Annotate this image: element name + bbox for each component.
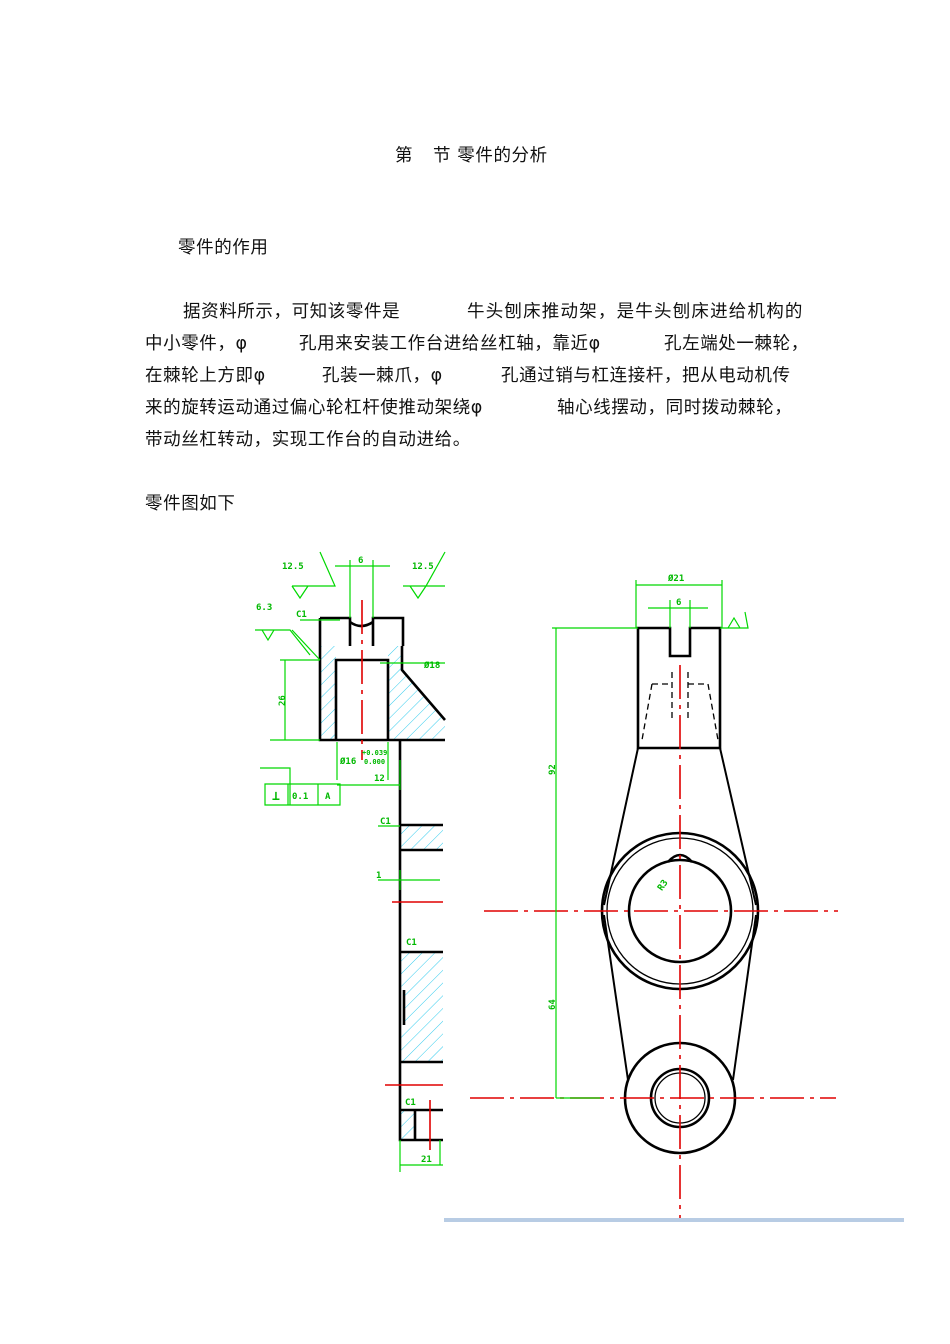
dim-label: 1 bbox=[376, 871, 381, 881]
dim-label: 92 bbox=[548, 764, 558, 775]
dim-label: C1 bbox=[405, 1098, 416, 1108]
section-title-prefix: 第 bbox=[395, 146, 414, 166]
dim-label: R3 bbox=[656, 878, 670, 893]
dim-label: C1 bbox=[296, 610, 307, 620]
dim-label: 6 bbox=[676, 598, 681, 608]
dim-label: +0.039 bbox=[362, 749, 387, 757]
dim-label: Ø16 bbox=[339, 756, 356, 767]
figure-caption: 零件图如下 bbox=[145, 494, 236, 514]
dim-label: A bbox=[325, 792, 331, 802]
paragraph-text: 孔通过销与杠连接杆，把从电动机传 bbox=[501, 366, 791, 386]
dim-label: 6.3 bbox=[256, 603, 272, 613]
section-title: 节 零件的分析 bbox=[433, 146, 548, 166]
paragraph-text: 孔左端处一棘轮， bbox=[664, 334, 809, 354]
dim-label: 0.1 bbox=[292, 792, 308, 802]
dim-label: 0.000 bbox=[364, 758, 385, 766]
subheading: 零件的作用 bbox=[178, 238, 269, 258]
dim-label: Ø21 bbox=[667, 573, 684, 584]
paragraph-text: 牛头刨床推动架，是牛头刨床进给机构的 bbox=[467, 302, 804, 322]
perpendicularity-symbol: ⊥ bbox=[272, 789, 280, 804]
dim-label: 64 bbox=[548, 999, 558, 1010]
paragraph-text: 中小零件，φ bbox=[145, 334, 248, 354]
front-view: Ø21 6 92 64 R3 bbox=[470, 573, 838, 1218]
dim-label: 12 bbox=[374, 774, 385, 784]
paragraph-text: 轴心线摆动，同时拨动棘轮， bbox=[557, 398, 793, 418]
paragraph-text: 孔用来安装工作台进给丝杠轴，靠近φ bbox=[299, 334, 601, 354]
dim-label: 12.5 bbox=[282, 562, 304, 572]
paragraph-text: 据资料所示，可知该零件是 bbox=[183, 302, 401, 322]
dim-label: 12.5 bbox=[412, 562, 434, 572]
dim-label: 21 bbox=[421, 1155, 432, 1165]
paragraph-text: 在棘轮上方即φ bbox=[145, 366, 266, 386]
dim-label: C1 bbox=[406, 938, 417, 948]
section-view: 12.5 6 12.5 6.3 C1 Ø18 26 Ø16 +0.039 0.0… bbox=[255, 551, 446, 1172]
paragraph-text: 带动丝杠转动，实现工作台的自动进给。 bbox=[145, 430, 471, 450]
dim-label: C1 bbox=[380, 817, 391, 827]
paragraph-text: 孔装一棘爪，φ bbox=[322, 366, 443, 386]
dim-label: 6 bbox=[358, 556, 363, 566]
dim-label: Ø18 bbox=[423, 660, 440, 671]
paragraph-text: 来的旋转运动通过偏心轮杠杆使推动架绕φ bbox=[145, 398, 483, 418]
dim-label: 26 bbox=[278, 695, 288, 706]
